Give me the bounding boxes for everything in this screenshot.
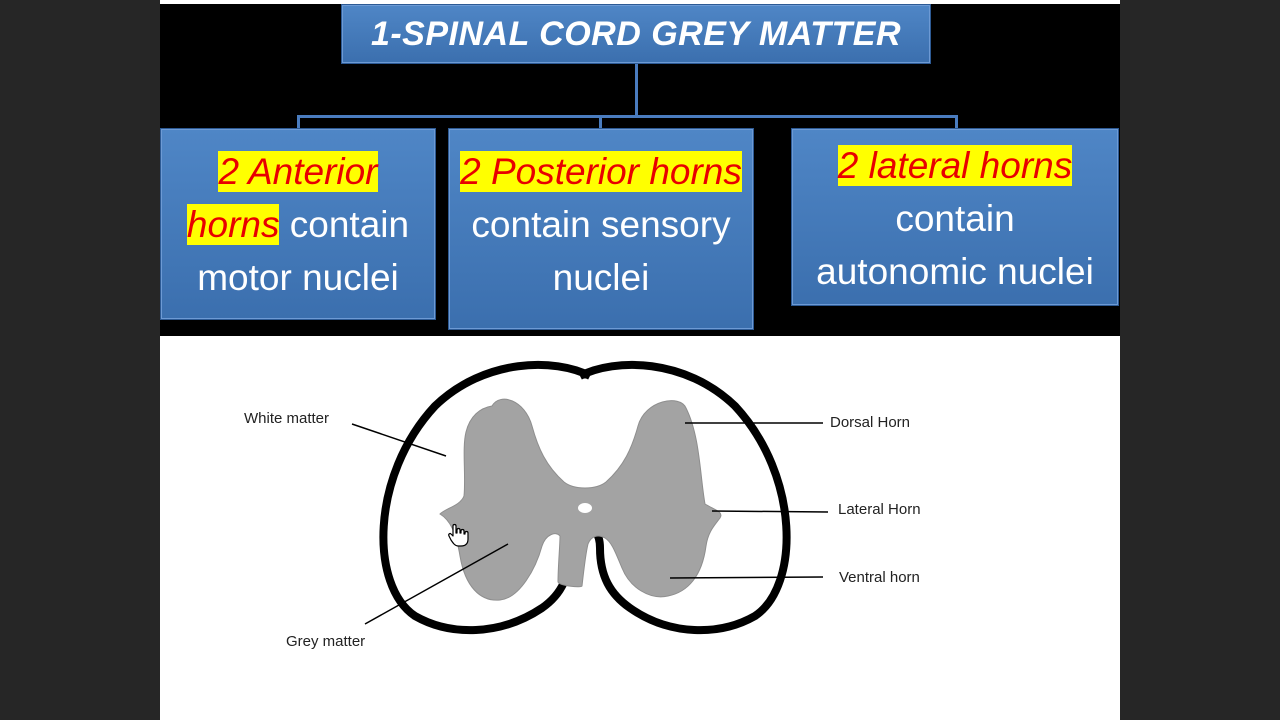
anterior-text-contain: contain bbox=[279, 204, 410, 245]
posterior-horns-box: 2 Posterior horns contain sensory nuclei bbox=[448, 128, 754, 330]
spinal-cord-cross-section bbox=[351, 360, 829, 635]
leader-line-ventral-horn bbox=[669, 576, 824, 579]
posterior-text-nuclei: nuclei bbox=[552, 257, 650, 298]
title-box: 1-SPINAL CORD GREY MATTER bbox=[341, 4, 931, 64]
label-white-matter: White matter bbox=[244, 410, 330, 427]
leader-line-lateral-horn bbox=[711, 510, 829, 513]
connector-middle bbox=[599, 115, 602, 129]
anterior-horns-highlight: 2 Anterior bbox=[218, 151, 378, 192]
central-canal bbox=[578, 503, 592, 513]
anterior-text-nuclei: motor nuclei bbox=[197, 257, 399, 298]
connector-horizontal bbox=[297, 115, 958, 118]
connector-vertical-main bbox=[635, 64, 638, 118]
anterior-horns-highlight-2: horns bbox=[186, 204, 280, 245]
lateral-text-contain: contain bbox=[895, 198, 1015, 239]
anterior-horns-box: 2 Anterior horns contain motor nuclei bbox=[160, 128, 436, 320]
lateral-horns-highlight: 2 lateral horns bbox=[837, 145, 1073, 186]
hand-cursor-icon bbox=[448, 523, 469, 547]
leader-line-white-matter bbox=[351, 423, 447, 457]
label-lateral-horn: Lateral Horn bbox=[838, 501, 921, 518]
slide: 1-SPINAL CORD GREY MATTER 2 Anterior hor… bbox=[160, 0, 1120, 720]
slide-title: 1-SPINAL CORD GREY MATTER bbox=[370, 14, 902, 53]
posterior-text-contain: contain sensory bbox=[471, 204, 731, 245]
connector-right bbox=[955, 115, 958, 129]
label-dorsal-horn: Dorsal Horn bbox=[830, 414, 911, 431]
leader-line-grey-matter bbox=[364, 543, 509, 625]
spinal-cord-diagram: White matter Grey matter Dorsal Horn Lat… bbox=[160, 336, 1120, 720]
posterior-horns-highlight: 2 Posterior horns bbox=[460, 151, 742, 192]
lateral-horns-box: 2 lateral horns contain autonomic nuclei bbox=[791, 128, 1119, 306]
label-ventral-horn: Ventral horn bbox=[839, 569, 920, 586]
connector-left bbox=[297, 115, 300, 129]
lateral-text-nuclei: autonomic nuclei bbox=[816, 251, 1094, 292]
label-grey-matter: Grey matter bbox=[286, 633, 366, 650]
